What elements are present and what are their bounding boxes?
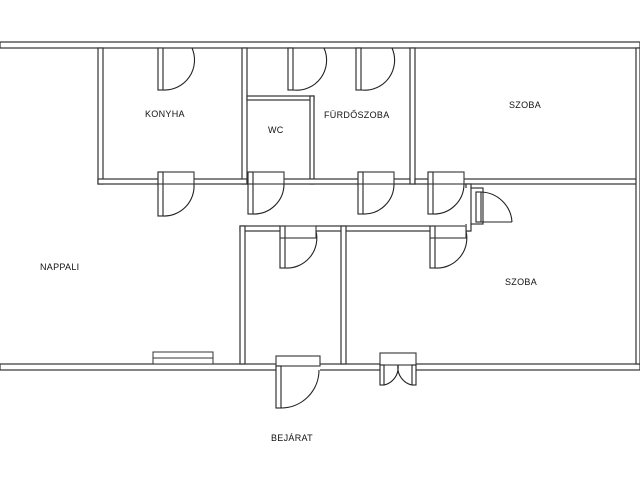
label-nappali: NAPPALI [40,262,79,272]
wall-right [635,47,640,365]
label-szoba-top: SZOBA [509,100,541,110]
wc-walls [246,95,315,185]
door-szoba-top [427,171,465,215]
door-entrance [275,355,321,409]
label-furdoszoba: FÜRDŐSZOBA [324,110,390,120]
label-wc: WC [268,125,284,135]
door-corridor-right [465,187,513,225]
door-kitchen-top [157,47,196,91]
szoba-top-walls [414,178,640,185]
door-wc [247,171,285,215]
door-bathroom-bottom [357,171,395,215]
door-double-bottom [379,352,417,386]
door-kitchen-bottom [157,171,195,217]
door-bathroom-top-left [287,47,328,91]
wall-top [0,41,640,49]
window-nappali [152,351,214,365]
door-bathroom-top-right [355,47,396,91]
label-szoba-bottom: SZOBA [505,277,537,287]
door-szoba-bottom [429,225,468,269]
door-middle-room [279,225,318,269]
label-bejarat: BEJÁRAT [271,433,313,443]
label-konyha: KONYHA [145,109,185,119]
corridor-walls [239,183,472,365]
